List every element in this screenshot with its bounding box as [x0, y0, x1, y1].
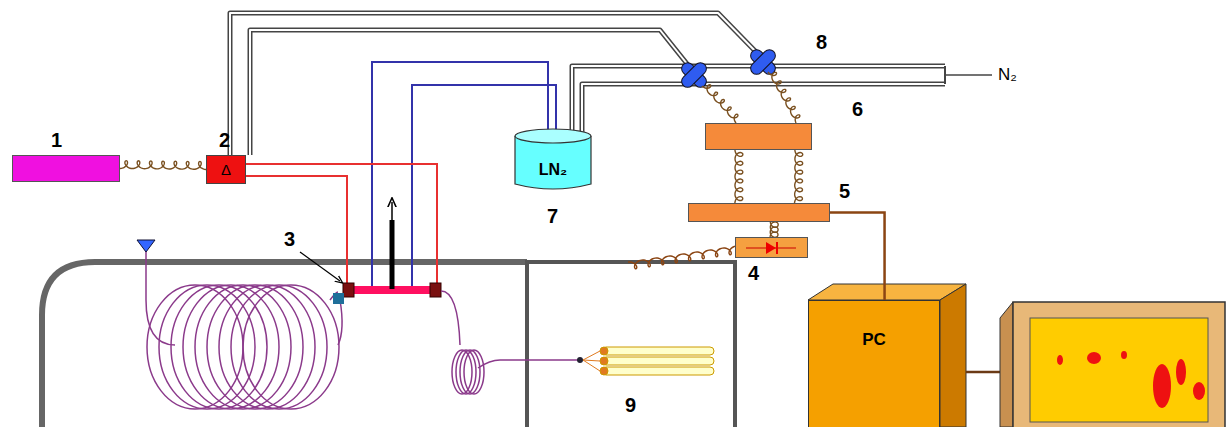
valve	[742, 41, 784, 83]
heater-controller: 2Δ	[206, 155, 246, 184]
diode-symbol	[736, 238, 809, 259]
signal-cable	[830, 213, 885, 301]
callout-number: 6	[852, 99, 863, 119]
callout-number: 9	[625, 395, 636, 415]
clamp	[343, 283, 354, 297]
push-rod	[390, 220, 395, 289]
interface-box: 5	[688, 203, 830, 222]
fiber	[478, 360, 578, 368]
monitor-side	[1000, 302, 1013, 427]
monitor-screen	[1030, 318, 1208, 422]
callout-number: 2	[219, 130, 230, 150]
node-text: PC	[862, 331, 886, 348]
callout-number: 1	[51, 130, 62, 150]
pc-monitor-cable	[966, 371, 1003, 374]
dewar-outline	[514, 128, 592, 190]
gas-tube	[230, 13, 992, 155]
fiber-bundle	[583, 347, 714, 375]
coiled-cable	[770, 222, 778, 237]
pc-top	[808, 284, 966, 300]
panel-frame	[527, 262, 735, 427]
gas-label: N₂	[998, 66, 1017, 83]
detection-panel: 9	[529, 264, 733, 427]
fiber-tip	[137, 240, 155, 252]
screen-spots	[1057, 351, 1205, 408]
node-text: LN₂	[539, 162, 567, 178]
fiber-coil	[147, 285, 342, 409]
fiber	[146, 248, 175, 345]
valve	[673, 54, 715, 96]
rod-arrow	[391, 202, 393, 220]
callout-number: 8	[816, 32, 827, 52]
source-box: 1	[12, 155, 120, 182]
chamber-wall	[42, 262, 527, 427]
fiber-coil	[452, 350, 484, 394]
leader-line	[300, 252, 340, 281]
coiled-cable	[735, 150, 743, 203]
node-text: Δ	[221, 162, 231, 177]
callout-number: 4	[748, 263, 759, 283]
heater-line	[245, 164, 437, 287]
clamp	[430, 283, 441, 297]
callout-number: 3	[284, 229, 295, 249]
monitor-frame	[1013, 302, 1225, 427]
fiber-connector	[333, 293, 344, 304]
callout-number: 5	[839, 181, 850, 201]
ln2-dewar: LN₂7	[514, 128, 592, 190]
pc-side	[940, 284, 966, 427]
controller-box: 6	[705, 123, 812, 150]
photodetector: 4	[735, 237, 808, 258]
coiled-cable	[795, 150, 803, 203]
computer: PC	[808, 300, 940, 427]
callout-number: 7	[547, 206, 558, 226]
coiled-cable	[120, 161, 206, 170]
fiber	[441, 291, 460, 345]
fiber-end	[577, 357, 583, 363]
